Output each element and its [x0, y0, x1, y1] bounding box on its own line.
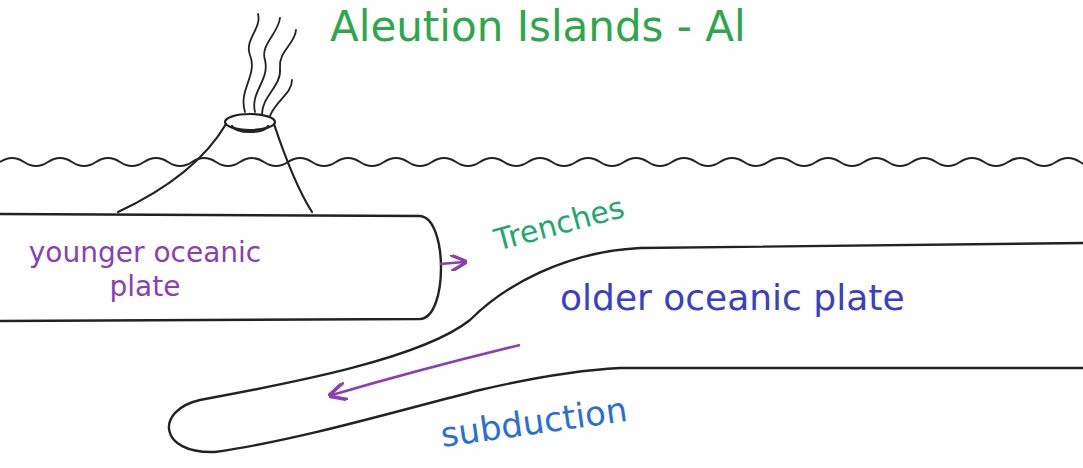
diagram-title: Aleution Islands - Al — [330, 2, 746, 52]
trench-label: Trenches — [488, 189, 631, 260]
process-label: subduction — [438, 389, 630, 456]
plate-label: younger oceanic plate — [5, 236, 285, 303]
younger-plate — [0, 214, 441, 321]
pointer-arrow — [440, 262, 464, 264]
plate-label: older oceanic plate — [560, 276, 905, 319]
sea-surface — [0, 158, 1083, 166]
volcano — [118, 114, 312, 212]
volcano-smoke — [243, 14, 296, 116]
subduction-arrow — [332, 345, 520, 395]
